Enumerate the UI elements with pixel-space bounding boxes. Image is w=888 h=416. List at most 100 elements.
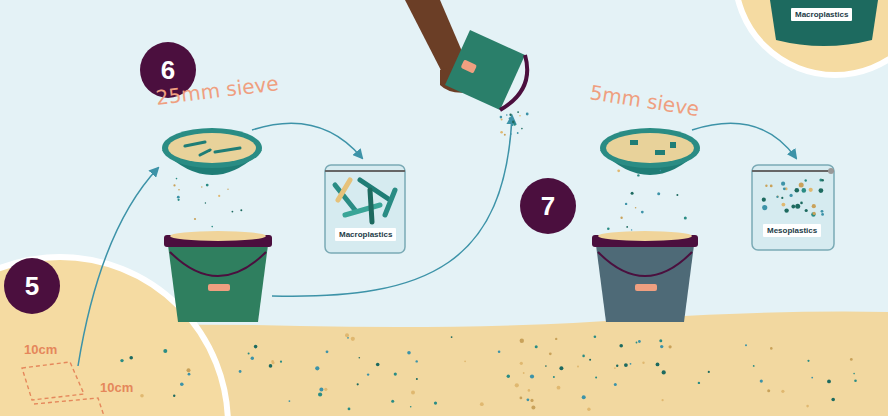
sand-speck [821,213,824,216]
sand-speck [767,389,770,392]
sand-speck [318,392,322,396]
label-text: Mesoplastics [767,226,817,235]
sand-speck [762,205,767,210]
sand-speck [660,170,661,171]
sand-speck [129,356,133,360]
sand-speck [376,363,380,367]
dimension-label: 10cm [100,380,133,395]
sand-speck [140,394,144,398]
sand-speck [173,184,175,186]
sand-speck [416,360,418,362]
sand-speck [635,207,637,209]
sand-speck [345,333,349,337]
sand-speck [520,339,524,343]
sand-speck [619,344,623,348]
sand-speck [248,352,250,354]
sand-speck [781,182,785,186]
bag-label: Mesoplastics [763,224,821,237]
sand-speck [180,382,184,386]
sand-speck [351,337,355,341]
sand-speck [271,360,274,363]
sand-speck [698,382,700,384]
sand-speck [753,365,755,367]
sand-speck [289,400,291,402]
sand-speck [781,390,784,393]
sand-speck [777,196,779,198]
sand-speck [206,184,209,187]
sand-speck [641,211,644,214]
sand-speck [616,365,618,367]
sand-speck [480,402,484,406]
sand-speck [527,398,530,401]
sand-speck [795,188,800,193]
sand-speck [512,121,515,124]
sand-speck [625,203,627,205]
sand-speck [791,205,795,209]
sand-speck [631,229,632,230]
sand-speck [659,339,662,342]
sand-speck [326,350,329,353]
bag-zipper [752,170,834,172]
label-text: Macroplastics [339,230,392,239]
sand-speck [394,373,397,376]
scoop-rim [500,55,527,110]
sand-speck [545,365,547,367]
sand-speck [684,216,687,219]
sample-bag [325,165,405,253]
sieve-label: 5mm sieve [588,80,701,121]
sand-speck [582,395,586,399]
sand-speck [407,351,411,355]
sand-speck [232,211,234,213]
sand-speck [178,199,180,201]
sand-speck [240,209,242,211]
sand-speck [559,366,563,370]
sand-speck [831,398,835,402]
bag-label: Macroplastics [335,228,396,241]
sand-speck [227,189,228,190]
sand-speck [806,405,809,408]
sand-speck [510,133,512,135]
sand-speck [411,391,415,395]
sand-speck [509,114,511,116]
flow-arrow [78,116,796,366]
sand-speck [614,383,617,386]
sand-speck [347,337,349,339]
sand-speck [391,400,394,403]
bag-plastic [335,180,395,222]
sand-speck [451,336,453,338]
sand-speck [662,399,664,401]
sand-speck [770,185,773,188]
sand-speck [530,399,533,402]
sand-speck [811,377,813,379]
sand-speck [827,380,831,384]
sand-speck [676,194,678,196]
bucket-sand [170,231,266,241]
bucket-handle [208,284,230,291]
sand-speck [434,402,437,405]
sand-speck [509,117,511,119]
sand-speck [521,128,523,130]
sand-speck [636,342,638,344]
sand-speck [805,179,807,181]
sand-speck [526,113,529,116]
sand-speck [708,371,710,373]
sand-speck [530,374,534,378]
sand-speck [410,406,412,408]
callout-text: 6 [161,55,175,86]
callout-text: 7 [541,191,555,222]
bag-label: Macroplastics [791,8,852,21]
sand-speck [205,202,206,203]
sand-speck [805,209,808,212]
sieve-plastic [185,142,240,155]
scoop-handle [461,59,477,73]
sand-speck [120,359,123,362]
bucket-handle [598,252,692,276]
sand-speck [251,357,254,360]
sand-speck [850,358,853,361]
sand-speck [607,227,610,230]
sand-speck [783,187,786,190]
sieve-mesh [606,133,694,163]
sand-speck [553,376,555,378]
sand-speck [531,406,535,410]
sand-speck [595,377,597,379]
